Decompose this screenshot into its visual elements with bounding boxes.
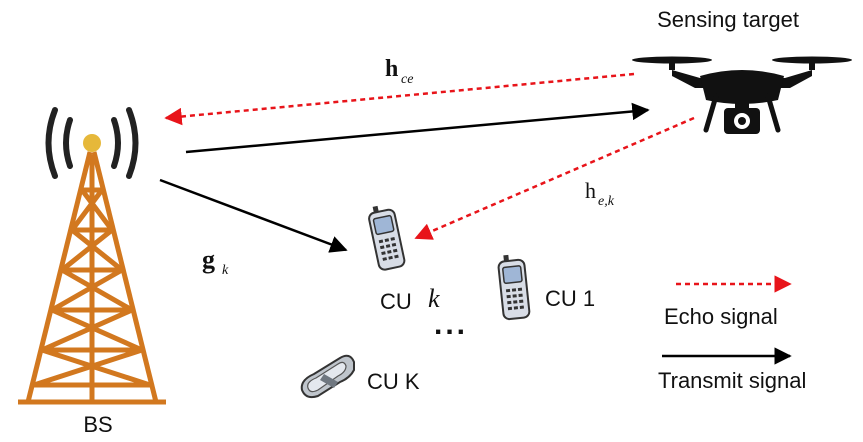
phone-icon-cu-1 [497,254,531,321]
ellipsis-dots: ... [434,308,468,341]
h-ce-sub: ce [401,72,413,87]
h-ek-sub: e,k [598,194,615,209]
cu-k-italic: k [428,284,440,313]
phone-icon-cu-k [368,205,406,271]
h-ce-main: h [385,56,398,82]
legend-echo-label: Echo signal [664,304,778,329]
cu-K-label: CU K [367,369,420,394]
h-ce-label: h ce [385,56,413,87]
echo-link-bs [164,72,635,126]
sensing-target-label: Sensing target [657,7,799,32]
g-k-main: g [202,245,215,274]
bs-label: BS [83,412,112,437]
drone-icon [632,56,852,134]
transmit-link-cu-k [159,178,348,253]
h-ek-main: h [585,178,596,203]
h-ek-label: h e,k [585,178,615,209]
flip-phone-icon [300,354,355,399]
cu-k-label: CU k [380,284,440,314]
cu-1-label: CU 1 [545,286,595,311]
g-k-sub: k [222,263,229,278]
bs-tower-icon [18,107,166,405]
echo-link-cu-k [414,116,695,240]
legend: Echo signal Transmit signal [658,275,806,393]
transmit-link-target [185,102,650,154]
legend-transmit-label: Transmit signal [658,368,806,393]
g-k-label: g k [202,245,229,278]
cu-k-text: CU [380,289,412,314]
